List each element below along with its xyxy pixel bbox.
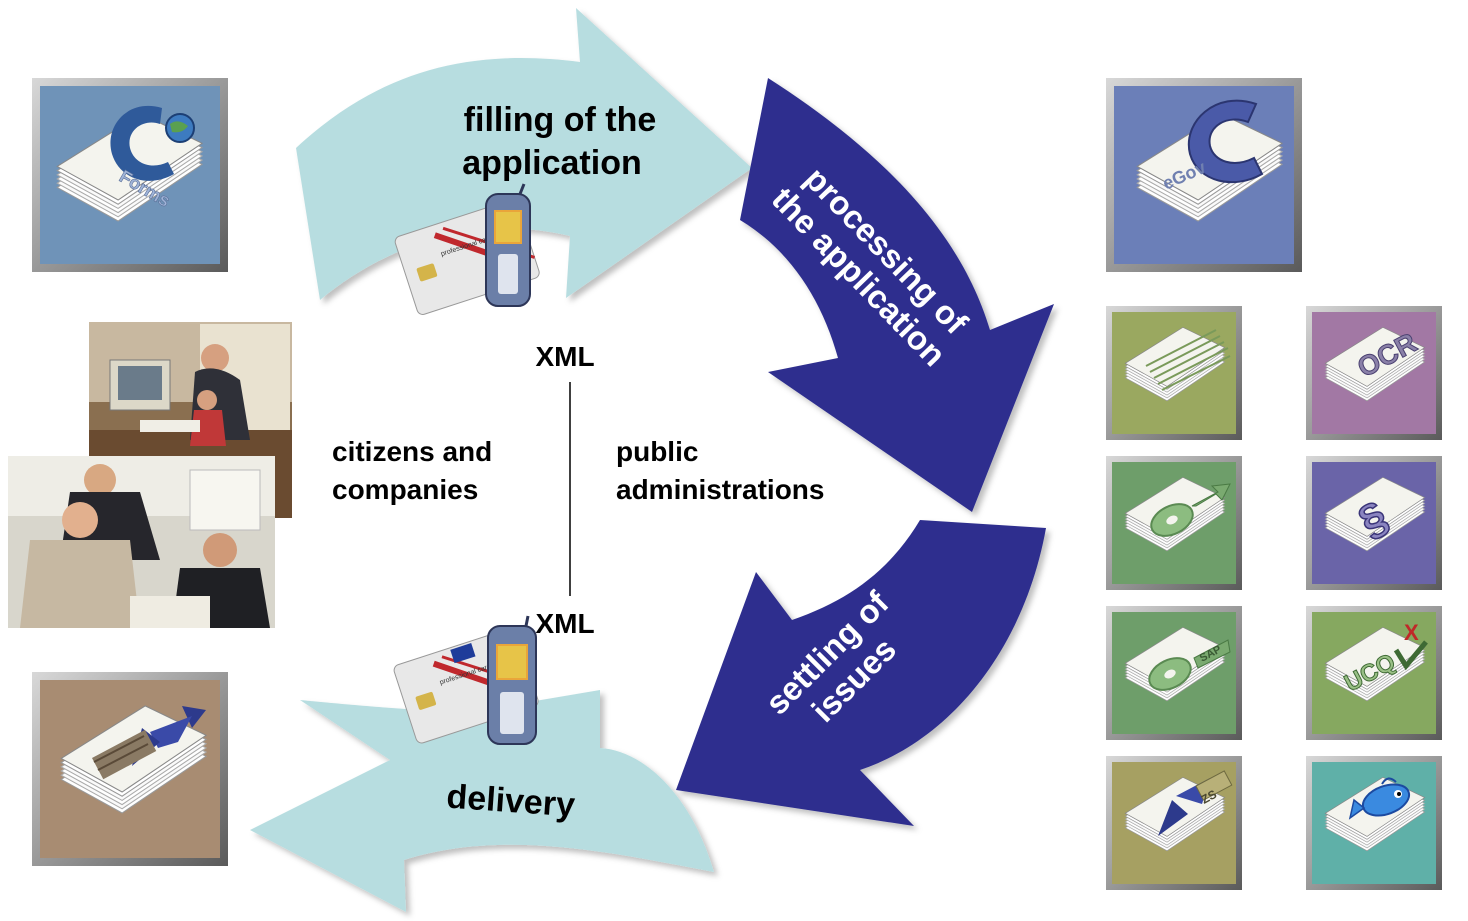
mobile-phone-icon	[487, 615, 537, 745]
ocr-tile: OCR	[1306, 306, 1442, 440]
smartcard-phone-bottom: professional card	[393, 615, 539, 745]
delivery-arrow	[250, 690, 714, 912]
cd-upload-icon	[1150, 483, 1231, 537]
ucq-tile: X UCQ	[1306, 606, 1442, 740]
filling-arrow	[296, 8, 752, 300]
processing-arrow	[740, 78, 1054, 512]
public-label-line1: public	[616, 436, 698, 467]
citizens-label-line2: companies	[332, 474, 478, 505]
settling-arrow	[676, 520, 1046, 826]
public-label-line2: administrations	[616, 474, 824, 505]
mobile-phone-icon	[485, 183, 531, 307]
delivery-label: delivery	[445, 778, 576, 825]
xml-top-label: XML	[535, 341, 594, 372]
filling-label-line2: application	[462, 144, 641, 182]
egov-tile: eGov	[1106, 78, 1302, 272]
egov-icon	[1187, 99, 1264, 184]
forms-globe-icon	[110, 105, 195, 181]
paragraph-tile: §	[1306, 456, 1442, 590]
svg-text:X: X	[1404, 620, 1419, 645]
delivery-tile	[32, 672, 228, 866]
bar-chart-icon	[1145, 329, 1231, 391]
smartcard-phone-top: professional card	[394, 183, 540, 315]
exchange-zs-icon: ZS	[1158, 770, 1233, 836]
zs-text: ZS	[1199, 787, 1219, 807]
exchange-arrows-icon	[92, 706, 206, 780]
cd-up-tile	[1106, 456, 1242, 590]
filling-label-line1: filling of the	[464, 101, 657, 139]
photo-business-meeting	[8, 456, 275, 628]
blue-fish-icon	[1348, 777, 1411, 820]
fish-tile	[1306, 756, 1442, 890]
chart-tile	[1106, 306, 1242, 440]
forms-tile: Forms	[32, 78, 228, 272]
sap-tile: SAP	[1106, 606, 1242, 740]
xml-bottom-label: XML	[535, 608, 594, 639]
zs-tile: ZS	[1106, 756, 1242, 890]
citizens-label-line1: citizens and	[332, 436, 492, 467]
